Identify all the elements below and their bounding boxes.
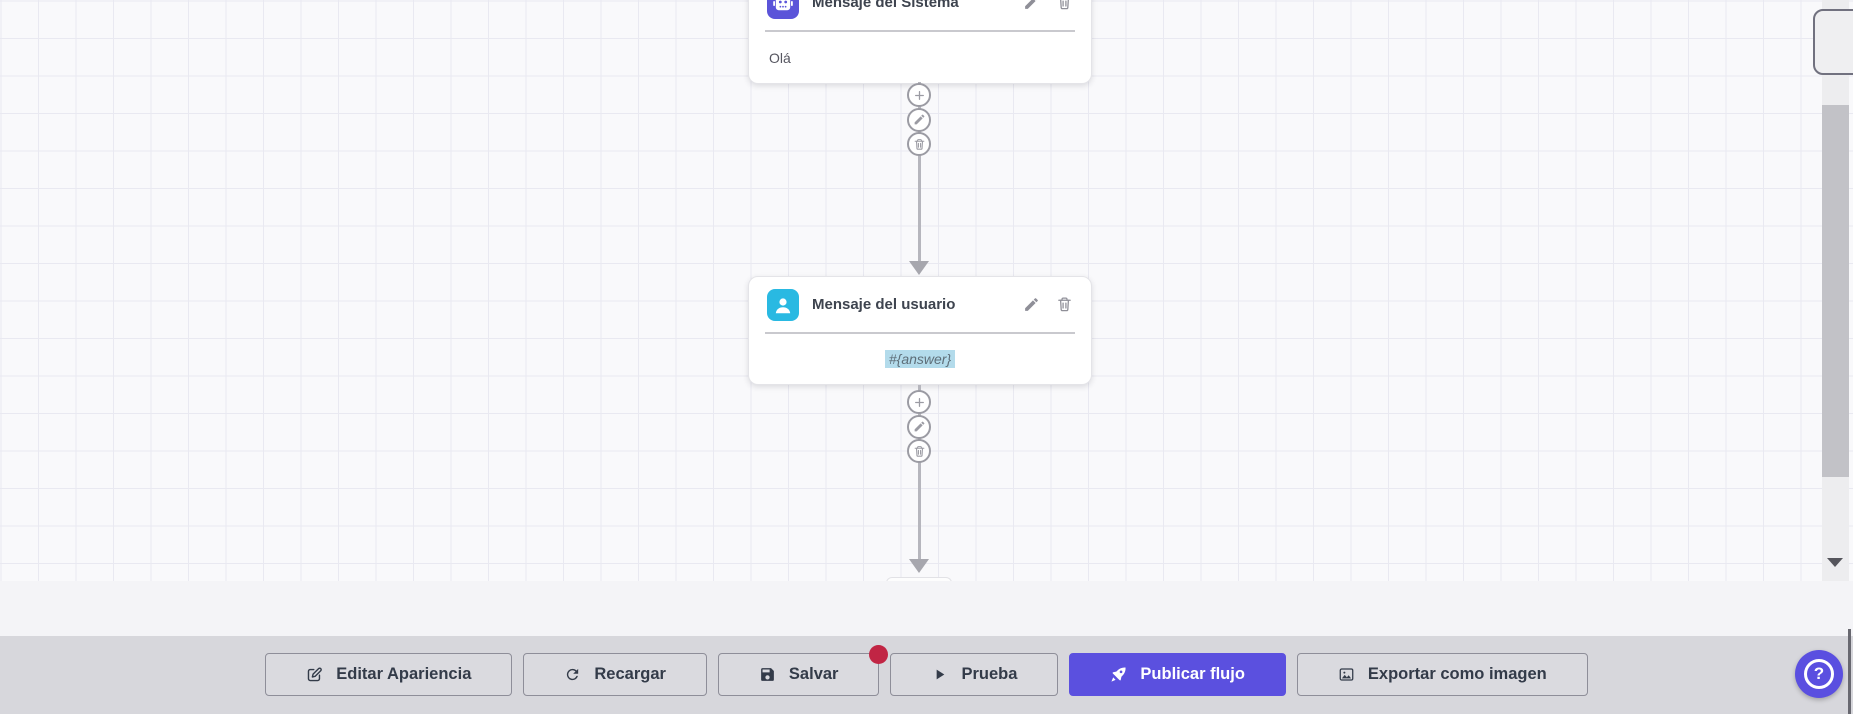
node-title: Mensaje del Sistema	[812, 0, 959, 11]
reload-button[interactable]: Recargar	[523, 652, 707, 696]
button-label: Salvar	[788, 664, 839, 683]
export-image-button[interactable]: Exportar como imagen	[1296, 652, 1588, 696]
delete-node-button[interactable]	[1056, 0, 1073, 11]
delete-node-button[interactable]	[1056, 296, 1073, 313]
edit-icon	[308, 666, 323, 681]
user-icon	[767, 288, 799, 321]
window-edge-line	[1848, 629, 1851, 714]
add-node-button[interactable]	[907, 83, 931, 107]
question-mark-icon: ?	[1804, 659, 1834, 689]
button-label: Publicar flujo	[1140, 664, 1245, 683]
bottom-toolbar: Editar Apariencia Recargar Salvar Prueba…	[0, 636, 1853, 714]
save-button[interactable]: Salvar	[717, 644, 889, 696]
node-header: Mensaje del Sistema	[749, 0, 1091, 30]
node-header: Mensaje del usuario	[749, 277, 1091, 332]
save-icon	[761, 667, 774, 681]
edit-node-button[interactable]	[1023, 296, 1040, 313]
test-button[interactable]: Prueba	[890, 652, 1059, 696]
canvas-bottom-strip	[0, 581, 1853, 636]
edit-node-button[interactable]	[1023, 0, 1040, 11]
canvas-scrollbar-thumb[interactable]	[1822, 105, 1849, 477]
node-actions	[1023, 296, 1073, 313]
help-button[interactable]: ?	[1795, 650, 1843, 698]
connector-arrow-icon	[909, 559, 929, 573]
play-icon	[937, 669, 945, 679]
refresh-icon	[567, 668, 579, 680]
edit-appearance-button[interactable]: Editar Apariencia	[265, 652, 513, 696]
button-label: Recargar	[594, 664, 666, 683]
image-icon	[1339, 667, 1354, 681]
node-divider	[765, 332, 1075, 334]
answer-variable-chip[interactable]: #{answer}	[884, 350, 956, 368]
connector-arrow-icon	[909, 261, 929, 275]
node-user-message[interactable]: Mensaje del usuario #{answer}	[748, 276, 1092, 385]
rocket-icon	[1111, 666, 1126, 682]
edit-connector-button[interactable]	[907, 414, 931, 439]
robot-icon	[767, 0, 799, 19]
delete-connector-button[interactable]	[907, 439, 931, 463]
edit-connector-button[interactable]	[907, 107, 931, 132]
scrollbar-down-arrow-icon[interactable]	[1827, 558, 1843, 567]
publish-flow-button[interactable]: Publicar flujo	[1069, 652, 1286, 696]
node-divider	[765, 30, 1075, 32]
node-title: Mensaje del usuario	[812, 296, 956, 313]
node-body: #{answer}	[749, 334, 1091, 384]
flow-canvas[interactable]: Mensaje del Sistema Olá	[0, 0, 1853, 581]
node-body-text: Olá	[769, 49, 791, 66]
node-system-message[interactable]: Mensaje del Sistema Olá	[748, 0, 1092, 84]
button-label: Prueba	[961, 664, 1018, 683]
connector-line	[917, 82, 921, 262]
canvas-side-panel-partial[interactable]	[1813, 9, 1853, 75]
node-actions	[1023, 0, 1073, 11]
node-body: Olá	[749, 32, 1091, 83]
button-label: Editar Apariencia	[336, 664, 472, 683]
connector-line	[917, 385, 921, 561]
add-node-button[interactable]	[907, 390, 931, 414]
unsaved-changes-badge	[869, 644, 889, 664]
button-label: Exportar como imagen	[1367, 664, 1547, 683]
delete-connector-button[interactable]	[907, 132, 931, 156]
